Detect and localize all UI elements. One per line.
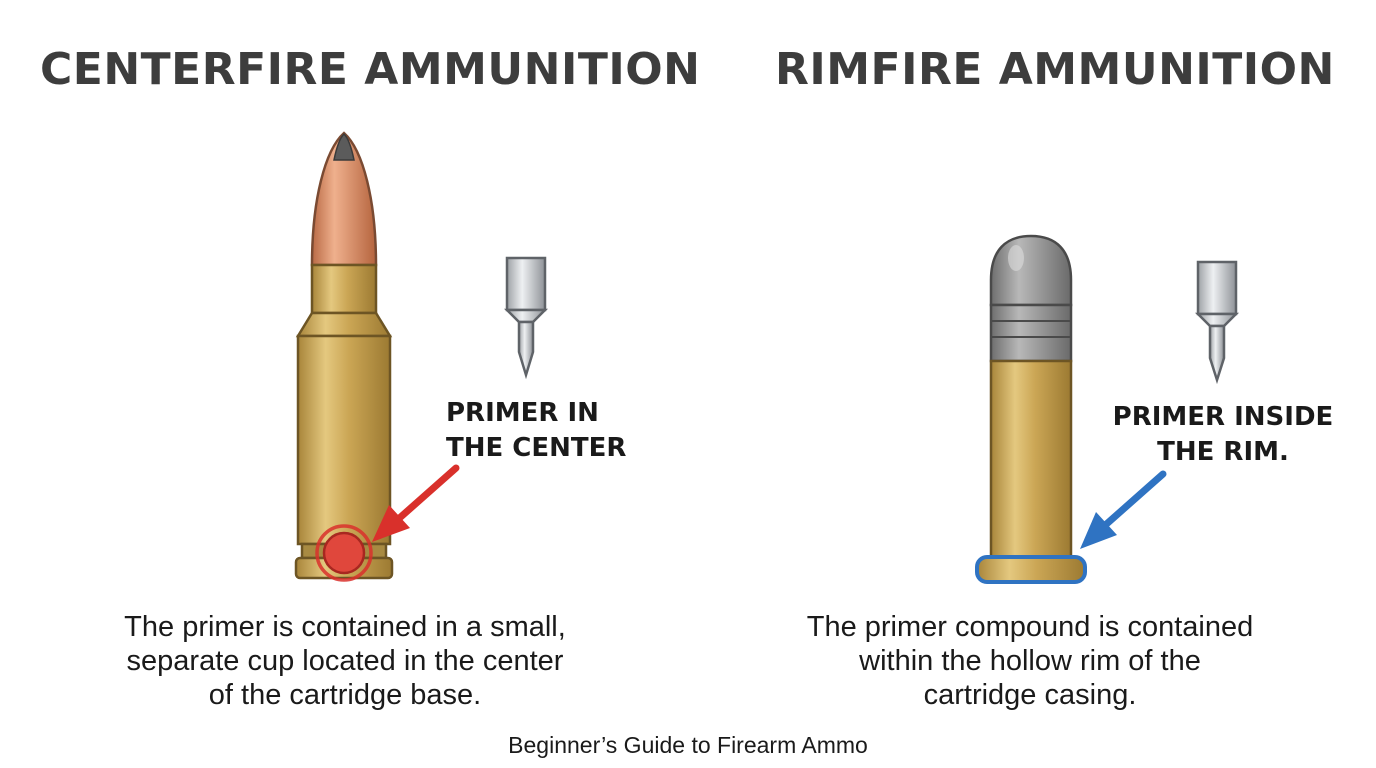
centerfire-description: The primer is contained in a small, sepa…	[70, 610, 620, 712]
centerfire-callout-line: THE CENTER	[446, 433, 627, 463]
centerfire-description-line: separate cup located in the center	[126, 645, 564, 677]
centerfire-callout: PRIMER IN THE CENTER	[446, 396, 626, 466]
footer-caption: Beginner’s Guide to Firearm Ammo	[508, 732, 868, 758]
rimfire-callout: PRIMER INSIDE THE RIM.	[1108, 400, 1338, 470]
centerfire-callout-line: PRIMER IN	[446, 398, 599, 428]
centerfire-description-line: The primer is contained in a small,	[124, 611, 566, 643]
rimfire-description-line: within the hollow rim of the	[859, 645, 1201, 677]
rimfire-callout-line: PRIMER INSIDE	[1112, 402, 1334, 432]
centerfire-arrow-icon	[372, 464, 460, 542]
rimfire-arrow-icon	[1080, 470, 1167, 549]
rimfire-cartridge	[975, 234, 1087, 584]
rimfire-firing-pin-icon	[1194, 260, 1240, 385]
centerfire-firing-pin-icon	[503, 256, 549, 380]
centerfire-description-line: of the cartridge base.	[208, 679, 482, 711]
rimfire-description-line: cartridge casing.	[923, 679, 1137, 711]
rimfire-callout-line: THE RIM.	[1157, 437, 1289, 467]
rimfire-description: The primer compound is contained within …	[755, 610, 1305, 712]
centerfire-title: CENTERFIRE AMMUNITION	[40, 44, 701, 95]
rimfire-description-line: The primer compound is contained	[806, 611, 1254, 643]
rimfire-title: RIMFIRE AMMUNITION	[775, 44, 1335, 95]
centerfire-cartridge	[294, 131, 394, 582]
